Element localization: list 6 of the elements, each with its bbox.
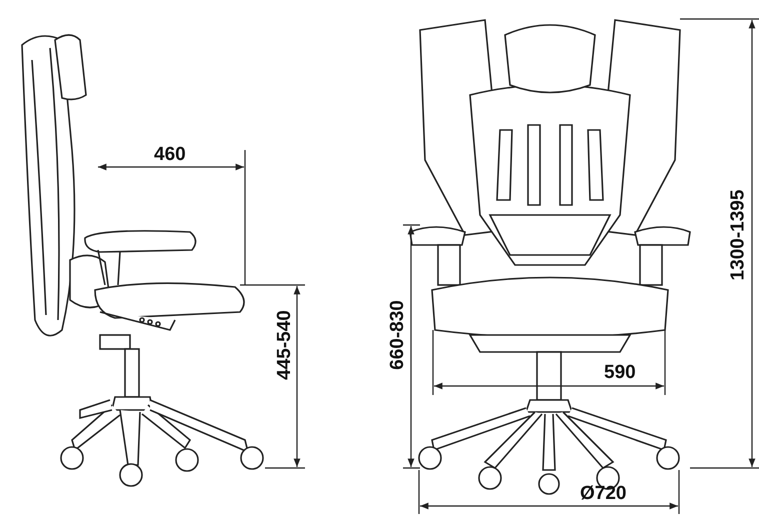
dimension-label: 1300-1395 (726, 190, 749, 280)
dimension-label: 660-830 (386, 300, 409, 370)
dimension-label: 590 (604, 362, 636, 384)
dimension-label: Ø720 (580, 483, 626, 505)
dimension-label: 460 (154, 144, 186, 166)
dimension-label: 445-540 (274, 310, 296, 380)
